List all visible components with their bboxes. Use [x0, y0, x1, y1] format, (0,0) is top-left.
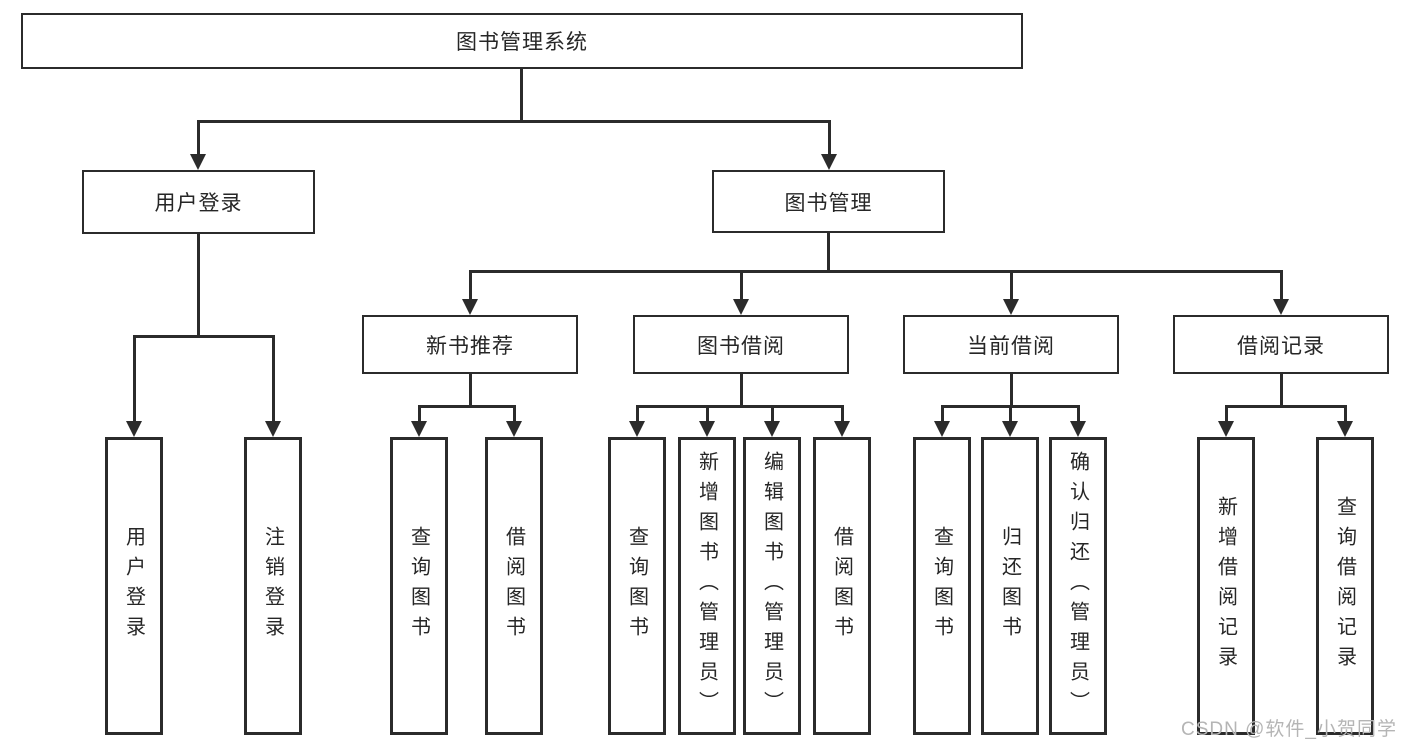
node-label: 图书管理系统 — [456, 31, 588, 54]
connector-line — [1280, 270, 1283, 301]
arrow-down-icon — [764, 421, 780, 437]
arrow-down-icon — [1003, 299, 1019, 315]
connector-line — [636, 405, 639, 423]
leaf-label: 注销登录 — [261, 526, 284, 646]
connector-line — [841, 405, 844, 423]
connector-line — [1010, 270, 1013, 301]
node-current-borrowing: 当前借阅 — [903, 315, 1119, 374]
node-label: 新书推荐 — [426, 334, 514, 358]
arrow-down-icon — [834, 421, 850, 437]
connector-line — [513, 405, 516, 423]
connector-line — [197, 120, 831, 123]
leaf-user-login: 用户登录 — [105, 437, 163, 735]
node-borrowing-records: 借阅记录 — [1173, 315, 1389, 374]
leaf-borrow-books: 借阅图书 — [485, 437, 543, 735]
leaf-label: 借阅图书 — [502, 526, 525, 646]
leaf-label: 借阅图书 — [830, 526, 853, 646]
connector-line — [706, 405, 709, 423]
leaf-label: 新增借阅记录 — [1214, 496, 1237, 676]
leaf-label: 查询图书 — [625, 526, 648, 646]
arrow-down-icon — [1070, 421, 1086, 437]
leaf-edit-books-admin: 编辑图书（管理员） — [743, 437, 801, 735]
leaf-borrow-books: 借阅图书 — [813, 437, 871, 735]
node-new-book-recommendation: 新书推荐 — [362, 315, 578, 374]
leaf-label: 新增图书（管理员） — [695, 451, 718, 721]
leaf-confirm-return-admin: 确认归还（管理员） — [1049, 437, 1107, 735]
leaf-add-books-admin: 新增图书（管理员） — [678, 437, 736, 735]
connector-line — [740, 374, 743, 407]
leaf-label: 用户登录 — [122, 526, 145, 646]
connector-line — [133, 335, 275, 338]
connector-line — [469, 270, 1282, 273]
connector-line — [1344, 405, 1347, 423]
leaf-query-books: 查询图书 — [913, 437, 971, 735]
connector-line — [1077, 405, 1080, 423]
node-label: 图书借阅 — [697, 334, 785, 358]
arrow-down-icon — [265, 421, 281, 437]
node-user-login: 用户登录 — [82, 170, 315, 234]
arrow-down-icon — [821, 154, 837, 170]
arrow-down-icon — [934, 421, 950, 437]
connector-line — [941, 405, 944, 423]
connector-line — [469, 270, 472, 301]
arrow-down-icon — [411, 421, 427, 437]
arrow-down-icon — [1337, 421, 1353, 437]
connector-line — [740, 270, 743, 301]
node-book-borrowing: 图书借阅 — [633, 315, 849, 374]
connector-line — [1280, 374, 1283, 407]
arrow-down-icon — [733, 299, 749, 315]
leaf-label: 查询图书 — [930, 526, 953, 646]
arrow-down-icon — [699, 421, 715, 437]
arrow-down-icon — [1273, 299, 1289, 315]
leaf-add-borrow-record: 新增借阅记录 — [1197, 437, 1255, 735]
leaf-query-books: 查询图书 — [390, 437, 448, 735]
node-label: 用户登录 — [154, 192, 243, 215]
leaf-label: 编辑图书（管理员） — [760, 451, 783, 721]
connector-line — [418, 405, 421, 423]
connector-line — [520, 69, 523, 122]
leaf-label: 查询借阅记录 — [1333, 496, 1356, 676]
node-library-management-system: 图书管理系统 — [21, 13, 1023, 69]
connector-line — [133, 335, 136, 423]
leaf-query-books: 查询图书 — [608, 437, 666, 735]
arrow-down-icon — [462, 299, 478, 315]
node-book-management: 图书管理 — [712, 170, 945, 233]
leaf-label: 查询图书 — [407, 526, 430, 646]
node-label: 图书管理 — [784, 191, 873, 215]
leaf-query-borrow-record: 查询借阅记录 — [1316, 437, 1374, 735]
connector-line — [1009, 405, 1012, 423]
csdn-watermark: CSDN @软件_小贺同学 — [1181, 719, 1397, 740]
node-label: 当前借阅 — [967, 334, 1055, 358]
connector-line — [1225, 405, 1347, 408]
connector-line — [469, 374, 472, 407]
connector-line — [272, 335, 275, 423]
connector-line — [197, 120, 200, 156]
arrow-down-icon — [190, 154, 206, 170]
connector-line — [1225, 405, 1228, 423]
connector-line — [197, 234, 200, 337]
leaf-return-books: 归还图书 — [981, 437, 1039, 735]
leaf-logout: 注销登录 — [244, 437, 302, 735]
arrow-down-icon — [629, 421, 645, 437]
connector-line — [827, 233, 830, 272]
connector-line — [418, 405, 516, 408]
arrow-down-icon — [126, 421, 142, 437]
leaf-label: 确认归还（管理员） — [1066, 451, 1089, 721]
node-label: 借阅记录 — [1237, 334, 1325, 358]
arrow-down-icon — [1218, 421, 1234, 437]
leaf-label: 归还图书 — [998, 526, 1021, 646]
connector-line — [1010, 374, 1013, 407]
connector-line — [636, 405, 844, 408]
arrow-down-icon — [506, 421, 522, 437]
arrow-down-icon — [1002, 421, 1018, 437]
connector-line — [771, 405, 774, 423]
connector-line — [828, 120, 831, 156]
